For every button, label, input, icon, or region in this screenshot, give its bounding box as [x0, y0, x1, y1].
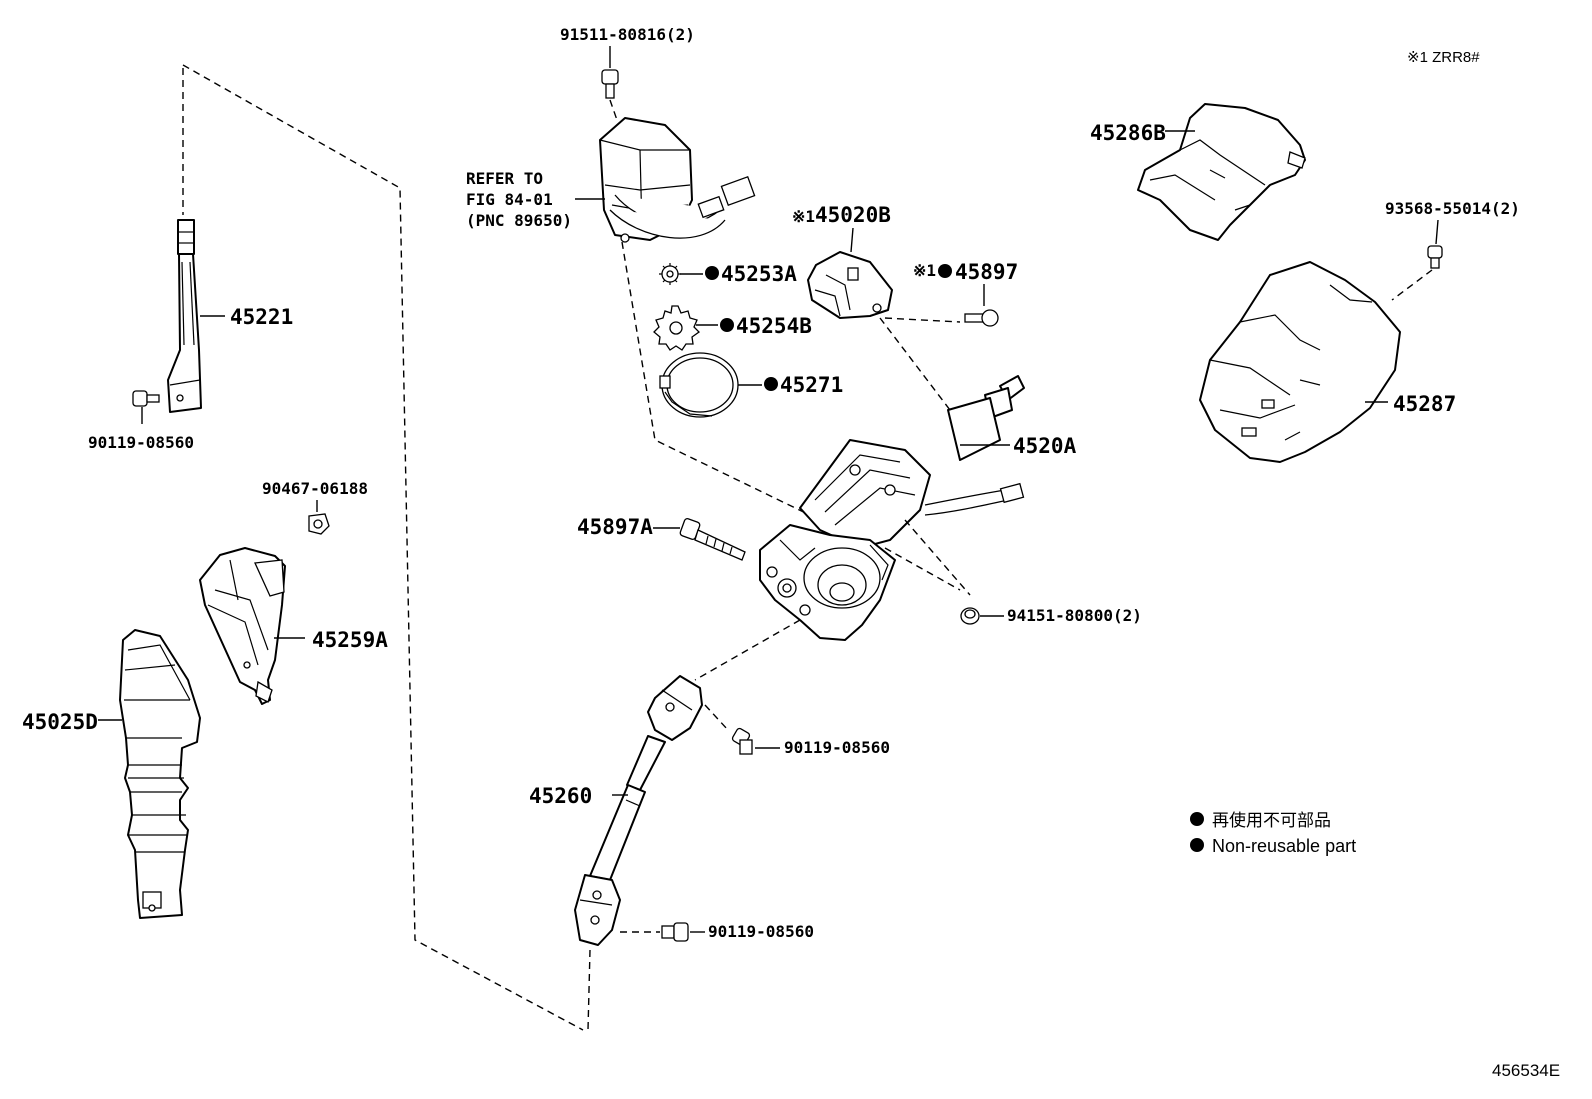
- part-45020B-sensor: [807, 251, 893, 319]
- screw-icon: [964, 309, 999, 327]
- clip-nut-icon: [308, 513, 330, 535]
- ring-band-icon: [659, 352, 739, 418]
- mark-45897: ※1: [913, 261, 936, 280]
- screw-icon: [1427, 245, 1443, 269]
- dash-45897: [884, 317, 961, 323]
- part-45287-lower-cover: [1199, 261, 1401, 463]
- label-45221: 45221: [230, 305, 293, 329]
- dash-93568: [1391, 269, 1433, 301]
- label-45287: 45287: [1393, 392, 1456, 416]
- label-45020B: 45020B: [815, 203, 891, 227]
- label-91511-80816: 91511-80816(2): [560, 25, 695, 44]
- bolt-icon: [132, 390, 160, 407]
- label-45897A: 45897A: [577, 515, 653, 539]
- label-90119-08560-b: 90119-08560: [784, 738, 890, 757]
- bolt-icon: [679, 518, 746, 561]
- refer-note-line1: REFER TO: [466, 169, 543, 188]
- dash-94151-a: [904, 519, 971, 596]
- part-45025D-boot: [119, 629, 201, 919]
- part-45221-shaft: [167, 219, 202, 413]
- legend-line1: 再使用不可部品: [1212, 810, 1331, 830]
- nut-icon: [960, 607, 980, 625]
- dash-90119-b: [704, 704, 729, 731]
- label-90119-08560-c: 90119-08560: [708, 922, 814, 941]
- label-45897: 45897: [955, 260, 1018, 284]
- non-reusable-dot-icon: [720, 318, 734, 332]
- non-reusable-dot-icon: [705, 266, 719, 280]
- dash-91511: [609, 99, 618, 121]
- gear-large-icon: [653, 305, 701, 351]
- motor-assembly: [599, 117, 756, 243]
- dash-shaft-bottom: [587, 949, 591, 1031]
- label-94151-80800: 94151-80800(2): [1007, 606, 1142, 625]
- part-45286B-upper-cover: [1137, 103, 1306, 241]
- dash-motor-column: [621, 241, 821, 521]
- legend-line2: Non-reusable part: [1212, 836, 1356, 856]
- leader-45020B: [850, 227, 854, 253]
- legend-dot-icon: [1190, 812, 1204, 826]
- legend: 再使用不可部品 Non-reusable part: [1190, 810, 1356, 856]
- mark-45020B: ※1: [792, 207, 815, 226]
- dash-column-shaft: [694, 619, 801, 681]
- bolt-icon: [731, 727, 753, 755]
- non-reusable-dot-icon: [938, 264, 952, 278]
- label-45271: 45271: [780, 373, 843, 397]
- refer-note-line2: FIG 84-01: [466, 190, 553, 209]
- label-45260: 45260: [529, 784, 592, 808]
- label-90119-08560-a: 90119-08560: [88, 433, 194, 452]
- leader-93568: [1435, 219, 1439, 245]
- dash-sensor-column: [879, 317, 951, 411]
- dashed-assembly-outline: [182, 64, 584, 1031]
- label-45286B: 45286B: [1090, 121, 1166, 145]
- label-93568-55014: 93568-55014(2): [1385, 199, 1520, 218]
- note-zrr8: ※1 ZRR8#: [1407, 49, 1480, 66]
- label-45253A: 45253A: [721, 262, 797, 286]
- label-45025D: 45025D: [22, 710, 98, 734]
- label-90467-06188: 90467-06188: [262, 479, 368, 498]
- label-45254B: 45254B: [736, 314, 812, 338]
- bolt-icon: [661, 922, 689, 942]
- legend-dot-icon: [1190, 838, 1204, 852]
- bolt-icon: [601, 69, 619, 99]
- refer-note-line3: (PNC 89650): [466, 211, 572, 230]
- dash-94151-b: [884, 547, 961, 591]
- gear-small-icon: [659, 263, 681, 285]
- label-45259A: 45259A: [312, 628, 388, 652]
- part-45260-intermediate-shaft: [574, 675, 703, 946]
- footer-code: 456534E: [1492, 1061, 1560, 1080]
- part-4520A-column: [759, 375, 1025, 641]
- part-45259A-cover: [199, 547, 286, 705]
- non-reusable-dot-icon: [764, 377, 778, 391]
- label-4520A: 4520A: [1013, 434, 1077, 458]
